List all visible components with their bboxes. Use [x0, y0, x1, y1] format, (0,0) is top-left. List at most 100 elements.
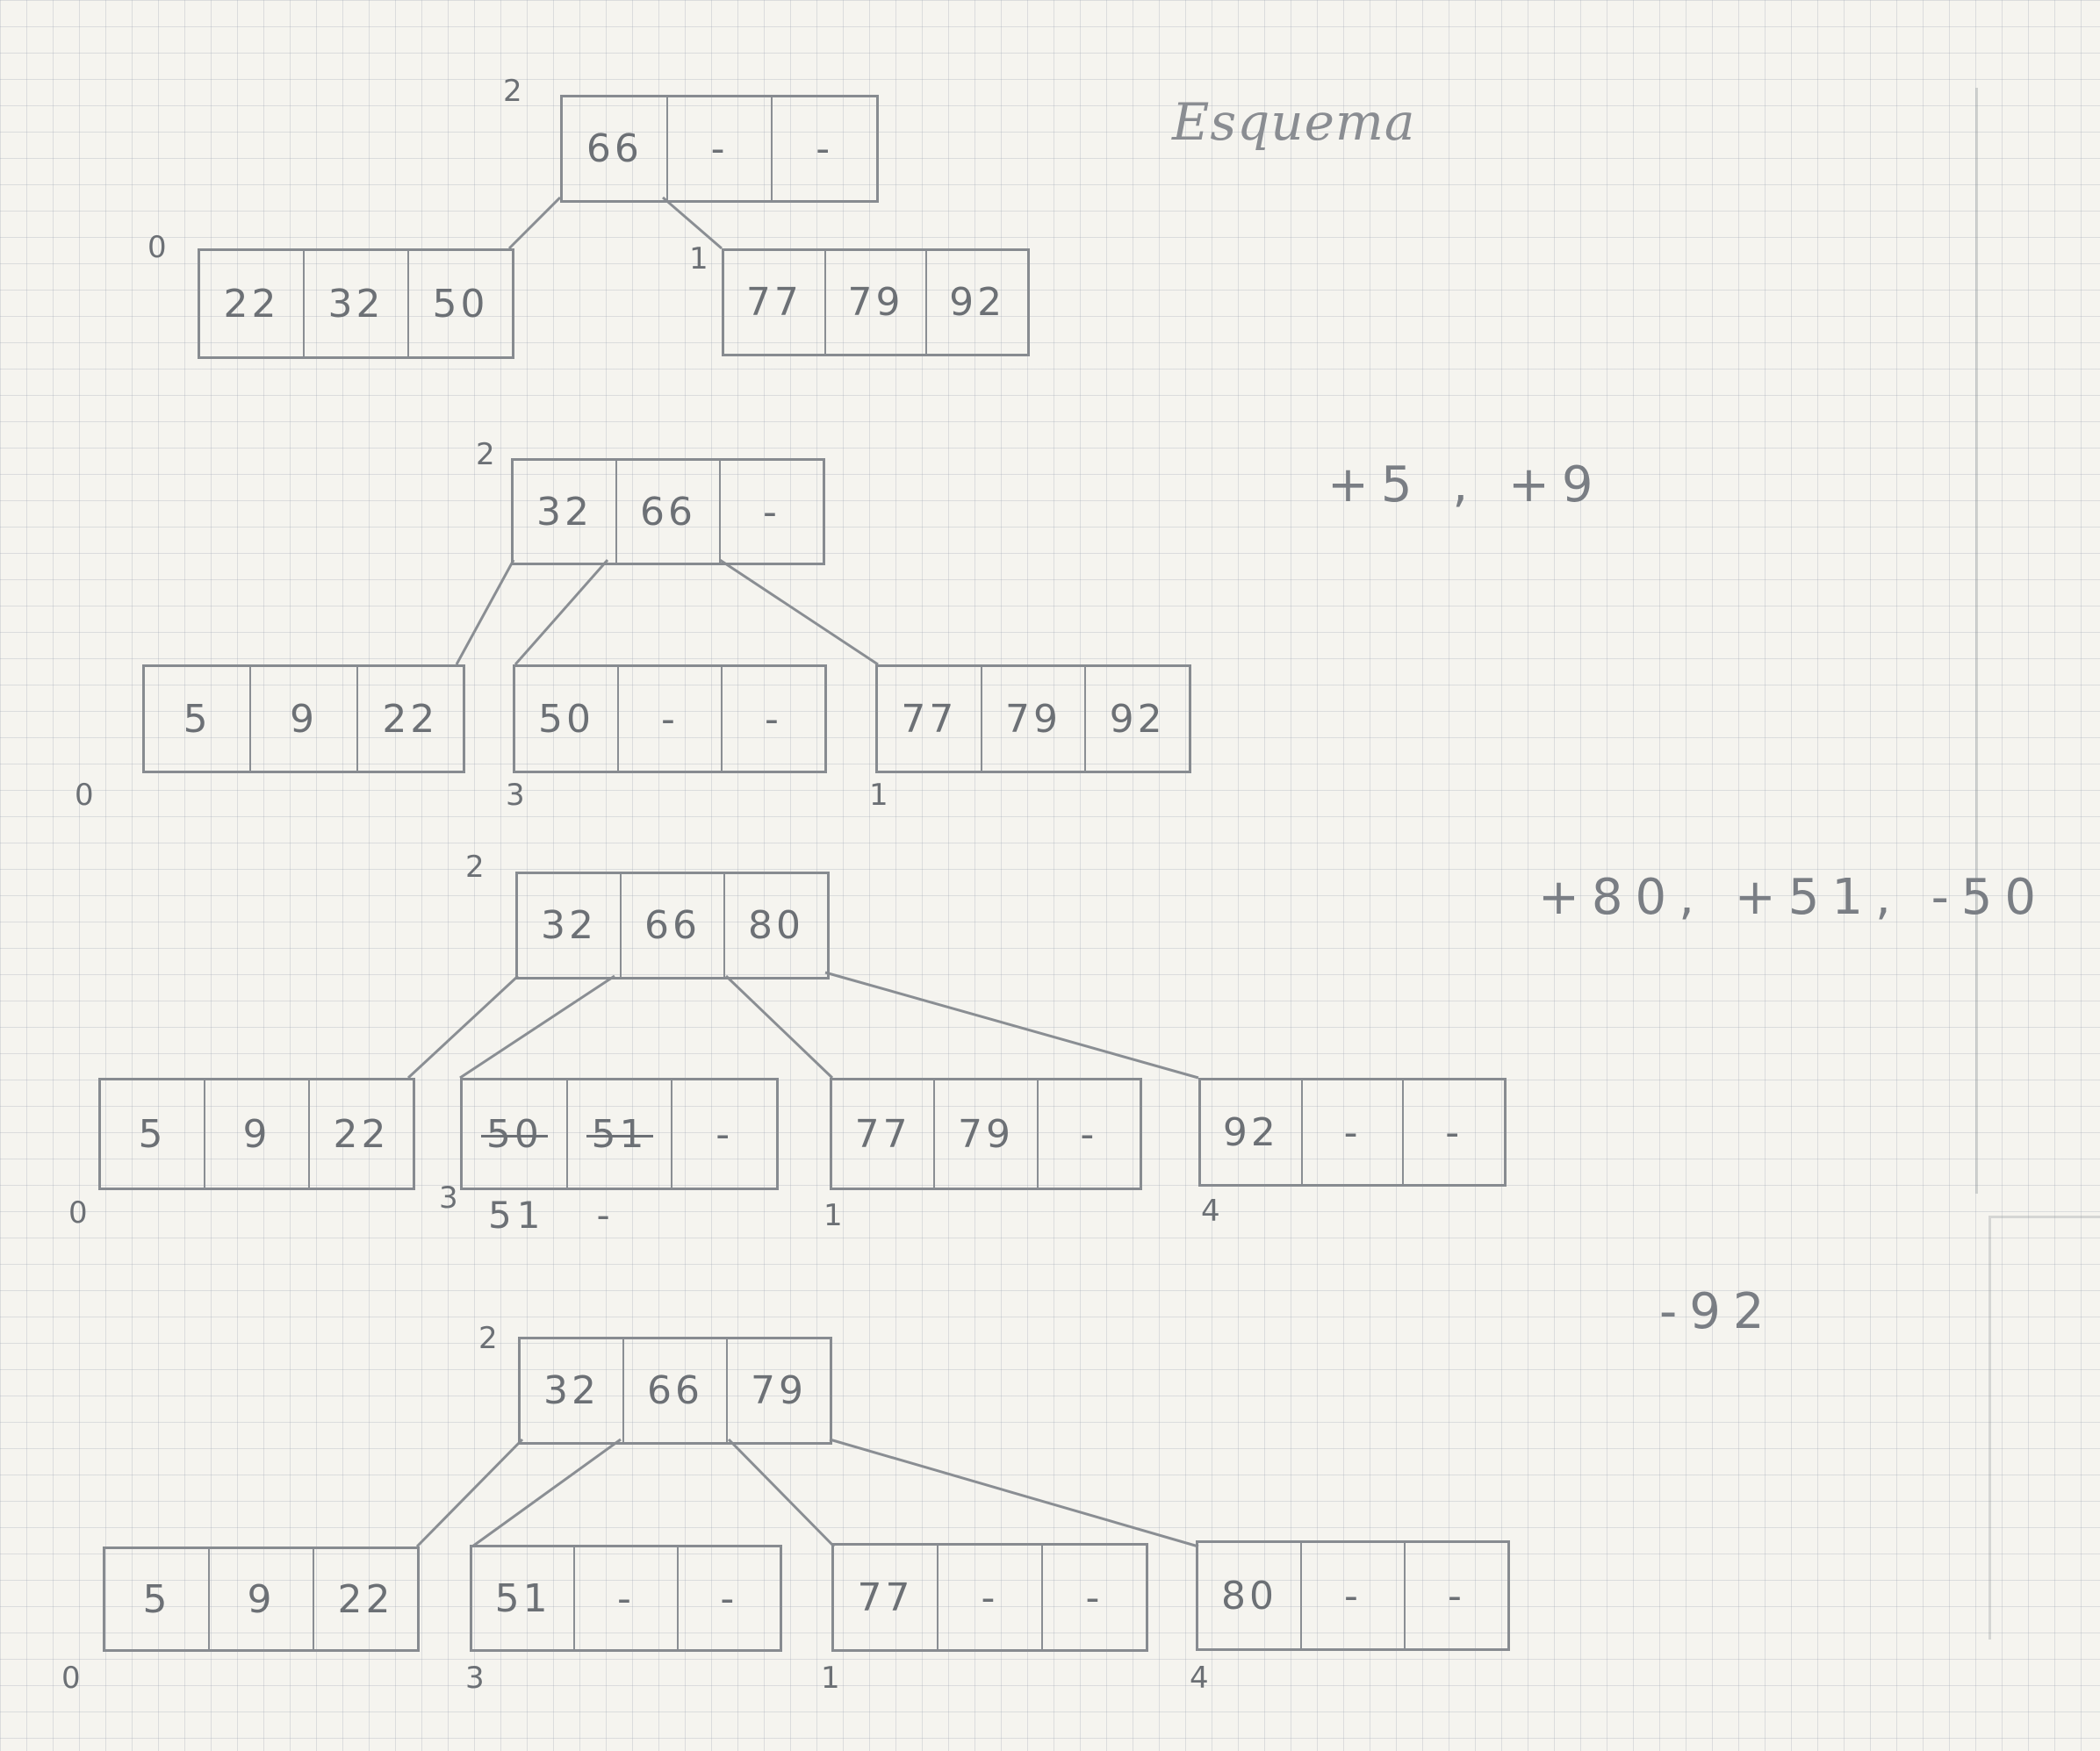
tree3-leaf-4: 92 - - — [1198, 1078, 1507, 1187]
key-cell: 66 — [563, 97, 668, 200]
key-cell-struck: 51 — [568, 1080, 673, 1188]
node-id: 1 — [689, 241, 708, 276]
operation-label: +80, +51, -50 — [1538, 869, 2049, 926]
operation-label: +5 , +9 — [1327, 456, 1606, 513]
key-cell: 77 — [878, 667, 982, 771]
key-cell: 22 — [333, 1111, 390, 1157]
key-cell: - — [619, 667, 723, 771]
key-cell: 5 — [105, 1549, 210, 1649]
key-cell: 5 — [101, 1080, 205, 1188]
page-border-right — [1975, 88, 2100, 1194]
tree3-leaf-1: 77 79 - — [830, 1078, 1142, 1190]
node-id: 1 — [823, 1198, 843, 1233]
node-id: 2 — [478, 1321, 498, 1356]
key-cell: 77 — [724, 251, 826, 354]
link-t4-c0 — [415, 1438, 524, 1548]
key-cell: 9 — [210, 1549, 314, 1649]
key-cell: - — [1085, 1575, 1104, 1620]
tree2-leaf-1: 77 79 92 — [875, 664, 1191, 773]
link-t2-c0 — [455, 559, 515, 665]
key-cell: - — [1080, 1111, 1098, 1157]
key-cell: 79 — [935, 1080, 1039, 1188]
page-title: Esquema — [1172, 92, 1416, 152]
key-cell: 66 — [622, 874, 725, 977]
key-cell: 51 — [472, 1547, 576, 1649]
key-cell: 9 — [251, 667, 358, 771]
link-t1-c0 — [507, 196, 562, 250]
key-cell: 32 — [514, 461, 617, 563]
node-id: 3 — [506, 778, 525, 813]
key-cell: 79 — [826, 251, 928, 354]
page-border-right-lower — [1989, 1216, 2100, 1640]
key-cell: 22 — [337, 1576, 394, 1622]
link-t2-c1 — [514, 559, 609, 665]
tree2-root-node: 32 66 - — [511, 458, 825, 565]
key-cell: 77 — [834, 1546, 939, 1649]
key-text: 51 — [586, 1111, 653, 1157]
tree4-leaf-3: 51 - - — [470, 1545, 782, 1652]
node-id: 2 — [465, 850, 485, 885]
key-cell: 50 — [432, 281, 489, 327]
key-cell: 66 — [624, 1339, 728, 1442]
key-cell: - — [765, 696, 782, 742]
tree2-leaf-0: 5 9 22 — [142, 664, 465, 773]
operation-label: -92 — [1659, 1283, 1777, 1340]
key-cell: - — [575, 1547, 679, 1649]
key-cell-struck: 50 — [463, 1080, 568, 1188]
node-id: 0 — [147, 230, 167, 265]
correction-note: 51 - — [488, 1194, 615, 1237]
key-cell: - — [1303, 1080, 1405, 1184]
link-t4-c1 — [471, 1438, 622, 1548]
link-t2-c2 — [719, 558, 879, 666]
tree4-leaf-4: 80 - - — [1196, 1540, 1510, 1651]
node-id: 3 — [439, 1180, 458, 1216]
key-cell: 80 — [748, 903, 804, 948]
key-cell: 79 — [982, 667, 1087, 771]
link-t3-c0 — [406, 974, 520, 1080]
tree2-leaf-3: 50 - - — [513, 664, 827, 773]
key-cell: - — [668, 97, 773, 200]
key-cell: - — [1445, 1109, 1464, 1155]
tree3-leaf-3: 50 51 - — [460, 1078, 779, 1190]
key-cell: - — [816, 126, 834, 171]
key-cell: 92 — [1109, 696, 1166, 742]
node-id: 0 — [68, 1195, 88, 1231]
link-t1-c1 — [662, 196, 723, 250]
key-cell: - — [939, 1546, 1043, 1649]
key-cell: 32 — [518, 874, 622, 977]
node-id: 3 — [465, 1661, 485, 1696]
key-cell: 5 — [145, 667, 252, 771]
key-cell: - — [1302, 1543, 1406, 1648]
node-id: 0 — [75, 778, 94, 813]
key-cell: 22 — [200, 251, 305, 356]
node-id: 2 — [503, 74, 522, 109]
key-cell: 79 — [751, 1368, 807, 1413]
key-cell: 77 — [832, 1080, 936, 1188]
node-id: 1 — [869, 778, 888, 813]
key-cell: 92 — [1201, 1080, 1303, 1184]
tree3-root-node: 32 66 80 — [515, 872, 830, 980]
tree1-leaf-1: 77 79 92 — [722, 248, 1030, 356]
node-id: 4 — [1190, 1661, 1209, 1696]
key-cell: 66 — [617, 461, 721, 563]
key-cell: - — [763, 489, 780, 535]
key-cell: 80 — [1198, 1543, 1302, 1648]
link-t3-c3 — [824, 971, 1199, 1080]
tree4-root-node: 32 66 79 — [518, 1337, 832, 1445]
key-cell: 32 — [521, 1339, 624, 1442]
node-id: 0 — [61, 1661, 81, 1696]
node-id: 2 — [476, 437, 495, 472]
key-cell: 32 — [305, 251, 409, 356]
key-text: 50 — [480, 1111, 548, 1157]
node-id: 1 — [821, 1661, 840, 1696]
key-cell: 22 — [382, 696, 439, 742]
tree1-root-node: 66 - - — [560, 95, 879, 203]
link-t3-c2 — [724, 974, 834, 1080]
tree4-leaf-1: 77 - - — [831, 1543, 1148, 1652]
tree1-leaf-0: 22 32 50 — [198, 248, 514, 359]
link-t4-c3 — [829, 1438, 1199, 1548]
tree4-leaf-0: 5 9 22 — [103, 1546, 420, 1652]
key-cell: 50 — [515, 667, 619, 771]
tree3-leaf-0: 5 9 22 — [98, 1078, 415, 1190]
